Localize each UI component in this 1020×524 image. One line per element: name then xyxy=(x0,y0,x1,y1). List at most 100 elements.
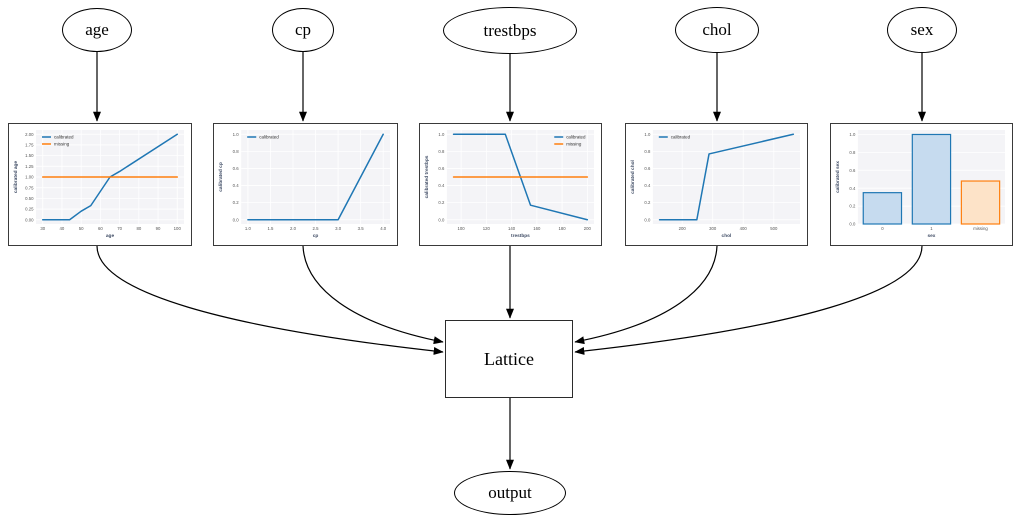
svg-text:0.4: 0.4 xyxy=(233,183,240,188)
svg-text:1.75: 1.75 xyxy=(25,143,34,148)
svg-text:0.2: 0.2 xyxy=(644,200,651,205)
svg-text:trestbps: trestbps xyxy=(511,233,530,239)
svg-text:0.25: 0.25 xyxy=(25,207,34,212)
svg-text:0.8: 0.8 xyxy=(849,150,856,155)
svg-text:0.4: 0.4 xyxy=(438,183,445,188)
input-node-sex-label: sex xyxy=(910,20,934,39)
svg-text:80: 80 xyxy=(136,226,141,231)
calibration-plot-sex: 0.0 0.2 0.4 0.6 0.8 1.0 0 1 missing sex calibrated… xyxy=(830,123,1013,246)
svg-text:calibrated: calibrated xyxy=(54,135,74,140)
svg-text:calibrated trestbps: calibrated trestbps xyxy=(424,155,430,198)
svg-text:3.0: 3.0 xyxy=(335,226,342,231)
svg-text:calibrated sex: calibrated sex xyxy=(835,161,841,193)
svg-text:0.0: 0.0 xyxy=(438,217,445,222)
svg-text:160: 160 xyxy=(533,226,541,231)
svg-text:cp: cp xyxy=(313,234,319,239)
svg-text:calibrated cp: calibrated cp xyxy=(218,162,224,192)
svg-text:2.0: 2.0 xyxy=(290,226,297,231)
svg-text:0.8: 0.8 xyxy=(644,149,651,154)
input-node-trestbps-label: trestbps xyxy=(483,20,537,40)
calibration-plot-trestbps: 0.0 0.2 0.4 0.6 0.8 1.0 100 120 140 160 180 200 tres… xyxy=(419,123,602,246)
svg-text:300: 300 xyxy=(709,226,717,231)
input-node-sex: sex xyxy=(887,7,957,53)
calibration-chart-age: 0.00 0.25 0.50 0.75 1.00 1.25 1.50 1.75 2.00 30 40… xyxy=(13,130,184,239)
svg-text:chol: chol xyxy=(722,233,732,239)
svg-text:100: 100 xyxy=(458,226,466,231)
svg-text:2.00: 2.00 xyxy=(25,132,34,137)
svg-text:0: 0 xyxy=(881,226,884,231)
input-node-cp: cp xyxy=(272,8,334,52)
svg-text:0.6: 0.6 xyxy=(644,166,651,171)
svg-text:0.00: 0.00 xyxy=(25,217,34,222)
svg-text:30: 30 xyxy=(40,226,45,231)
svg-text:1.0: 1.0 xyxy=(233,132,240,137)
svg-text:0.4: 0.4 xyxy=(644,183,651,188)
svg-text:3.5: 3.5 xyxy=(358,226,365,231)
svg-text:missing: missing xyxy=(973,226,988,231)
svg-text:50: 50 xyxy=(79,226,84,231)
svg-text:60: 60 xyxy=(98,226,103,231)
svg-text:40: 40 xyxy=(60,226,65,231)
svg-text:200: 200 xyxy=(679,226,687,231)
svg-text:calibrated: calibrated xyxy=(259,135,279,140)
svg-text:200: 200 xyxy=(584,226,592,231)
svg-text:sex: sex xyxy=(927,234,935,239)
svg-text:0.6: 0.6 xyxy=(849,168,856,173)
svg-text:4.0: 4.0 xyxy=(380,226,387,231)
svg-text:0.2: 0.2 xyxy=(438,200,445,205)
svg-text:500: 500 xyxy=(770,226,778,231)
svg-text:0.0: 0.0 xyxy=(849,222,856,227)
calibration-chart-trestbps: 0.0 0.2 0.4 0.6 0.8 1.0 100 120 140 160 180 200 tres… xyxy=(424,130,595,239)
svg-text:400: 400 xyxy=(740,226,748,231)
svg-text:0.0: 0.0 xyxy=(233,217,240,222)
svg-text:90: 90 xyxy=(156,226,161,231)
svg-text:1.0: 1.0 xyxy=(644,132,651,137)
svg-text:calibrated age: calibrated age xyxy=(13,161,19,194)
svg-text:1.0: 1.0 xyxy=(245,226,252,231)
svg-text:0.50: 0.50 xyxy=(25,196,34,201)
input-node-cp-label: cp xyxy=(294,20,312,39)
svg-text:1.50: 1.50 xyxy=(25,153,34,158)
input-node-chol-label: chol xyxy=(702,20,732,39)
svg-text:140: 140 xyxy=(508,226,516,231)
svg-text:0.8: 0.8 xyxy=(233,149,240,154)
svg-text:0.75: 0.75 xyxy=(25,185,34,190)
svg-text:0.4: 0.4 xyxy=(849,186,856,191)
svg-text:120: 120 xyxy=(483,226,491,231)
svg-text:70: 70 xyxy=(117,226,122,231)
output-node-label: output xyxy=(488,483,532,502)
svg-text:1.5: 1.5 xyxy=(267,226,274,231)
svg-text:missing: missing xyxy=(566,142,582,147)
calibration-chart-chol: 0.0 0.2 0.4 0.6 0.8 1.0 200 300 400 500 chol calibr… xyxy=(630,130,801,239)
svg-text:1.00: 1.00 xyxy=(25,175,34,180)
svg-text:0.2: 0.2 xyxy=(849,204,856,209)
svg-text:100: 100 xyxy=(174,226,182,231)
svg-text:180: 180 xyxy=(559,226,567,231)
svg-text:2.5: 2.5 xyxy=(313,226,320,231)
lattice-node: Lattice xyxy=(445,320,573,398)
calibration-plot-age: 0.00 0.25 0.50 0.75 1.00 1.25 1.50 1.75 2.00 30 40… xyxy=(8,123,192,246)
input-node-age: age xyxy=(62,8,132,52)
svg-text:1: 1 xyxy=(930,226,933,231)
input-node-age-label: age xyxy=(85,20,109,39)
svg-text:0.8: 0.8 xyxy=(438,149,445,154)
svg-text:1.0: 1.0 xyxy=(438,132,445,137)
input-node-chol: chol xyxy=(675,7,759,53)
input-node-trestbps: trestbps xyxy=(443,7,577,54)
svg-text:0.0: 0.0 xyxy=(644,217,651,222)
svg-text:1.25: 1.25 xyxy=(25,164,34,169)
svg-text:1.0: 1.0 xyxy=(849,132,856,137)
lattice-node-label: Lattice xyxy=(484,348,534,369)
svg-text:age: age xyxy=(106,234,115,239)
svg-text:calibrated: calibrated xyxy=(671,135,691,140)
svg-text:0.6: 0.6 xyxy=(438,166,445,171)
svg-text:0.6: 0.6 xyxy=(233,166,240,171)
calibration-chart-sex: 0.0 0.2 0.4 0.6 0.8 1.0 0 1 missing sex calibrated… xyxy=(835,130,1006,239)
svg-text:calibrated chol: calibrated chol xyxy=(630,160,636,194)
svg-text:missing: missing xyxy=(54,142,70,147)
svg-text:calibrated: calibrated xyxy=(566,135,586,140)
